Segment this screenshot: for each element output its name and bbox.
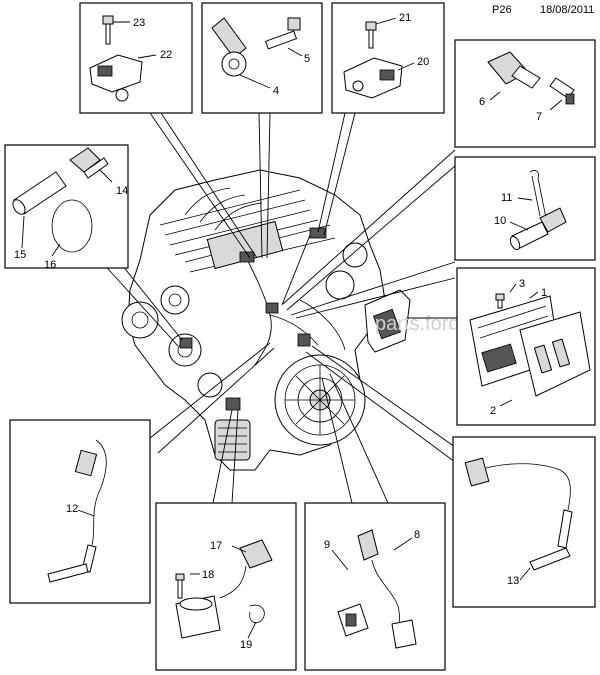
callout-2: 2 bbox=[490, 405, 496, 417]
sensor-part-9 bbox=[337, 603, 369, 637]
page-code: P26 bbox=[492, 4, 512, 16]
sensor-part-8 bbox=[357, 529, 417, 649]
engine-assembly bbox=[121, 169, 386, 471]
callout-17: 17 bbox=[210, 540, 222, 552]
callout-23: 23 bbox=[133, 17, 145, 29]
panel-oil-level-sensor: 14 15 16 bbox=[4, 144, 129, 271]
cylinder-part-15 bbox=[12, 171, 67, 215]
callout-18: 18 bbox=[202, 569, 214, 581]
callout-21: 21 bbox=[399, 12, 411, 24]
callout-8: 8 bbox=[414, 529, 420, 541]
o-ring-part-16 bbox=[51, 199, 93, 253]
callout-9: 9 bbox=[324, 539, 330, 551]
bracket-part-2 bbox=[519, 311, 591, 397]
sensor-part-6 bbox=[487, 51, 541, 89]
bolt-part-18 bbox=[175, 573, 185, 599]
panel-cam-sensor: 11 10 bbox=[454, 156, 596, 261]
callout-12: 12 bbox=[66, 503, 78, 515]
callout-5: 5 bbox=[304, 53, 310, 65]
sensor-part-20 bbox=[343, 57, 403, 99]
callout-10: 10 bbox=[494, 215, 506, 227]
callout-13: 13 bbox=[507, 575, 519, 587]
panel-knock-sensor: 4 5 bbox=[201, 2, 323, 114]
callout-19: 19 bbox=[240, 639, 252, 651]
panel-oil-pressure-sensor: 17 18 19 bbox=[155, 502, 297, 671]
callout-22: 22 bbox=[160, 49, 172, 61]
clip-part-19 bbox=[249, 604, 265, 624]
panel-oxygen-sensor-front: 12 bbox=[9, 419, 151, 604]
knock-sensor-part-4 bbox=[211, 17, 247, 77]
callout-14: 14 bbox=[116, 185, 128, 197]
panel-pressure-sensor: 21 20 bbox=[331, 2, 445, 114]
clip-part-11 bbox=[529, 170, 547, 219]
oxygen-sensor-part-12 bbox=[47, 439, 107, 583]
panel-crank-sensor: 9 8 bbox=[304, 502, 446, 671]
watermark-text: parts.ford.ru bbox=[375, 313, 483, 335]
oxygen-sensor-part-13 bbox=[464, 457, 573, 571]
panel-ecu: 3 1 2 bbox=[456, 267, 596, 426]
sensor-part-14 bbox=[69, 147, 109, 179]
page-date: 18/08/2011 bbox=[540, 4, 595, 16]
ecu-on-engine bbox=[364, 289, 411, 353]
bolt-part-21 bbox=[365, 21, 377, 49]
sensor-part-7 bbox=[549, 77, 575, 105]
bolt-part-5 bbox=[264, 17, 301, 50]
panel-temp-sensor: 6 7 bbox=[454, 39, 596, 148]
callout-1: 1 bbox=[541, 287, 547, 299]
callout-3: 3 bbox=[519, 278, 525, 290]
leader-lines bbox=[99, 112, 457, 504]
callout-6: 6 bbox=[479, 96, 485, 108]
housing-part-17b bbox=[175, 595, 221, 639]
map-sensor-part-22 bbox=[89, 54, 143, 102]
callout-4: 4 bbox=[273, 85, 279, 97]
callout-11: 11 bbox=[501, 192, 512, 204]
callout-7: 7 bbox=[536, 111, 542, 123]
callout-16: 16 bbox=[44, 259, 56, 271]
callout-15: 15 bbox=[14, 249, 26, 261]
panel-map-sensor: 23 22 bbox=[79, 2, 193, 114]
screw-part-3 bbox=[495, 293, 505, 309]
sensor-part-17 bbox=[219, 539, 273, 599]
bolt-part-23 bbox=[102, 15, 114, 45]
sensor-part-10 bbox=[509, 207, 567, 251]
callout-20: 20 bbox=[417, 56, 429, 68]
panel-oxygen-sensor-rear: 13 bbox=[452, 436, 596, 608]
